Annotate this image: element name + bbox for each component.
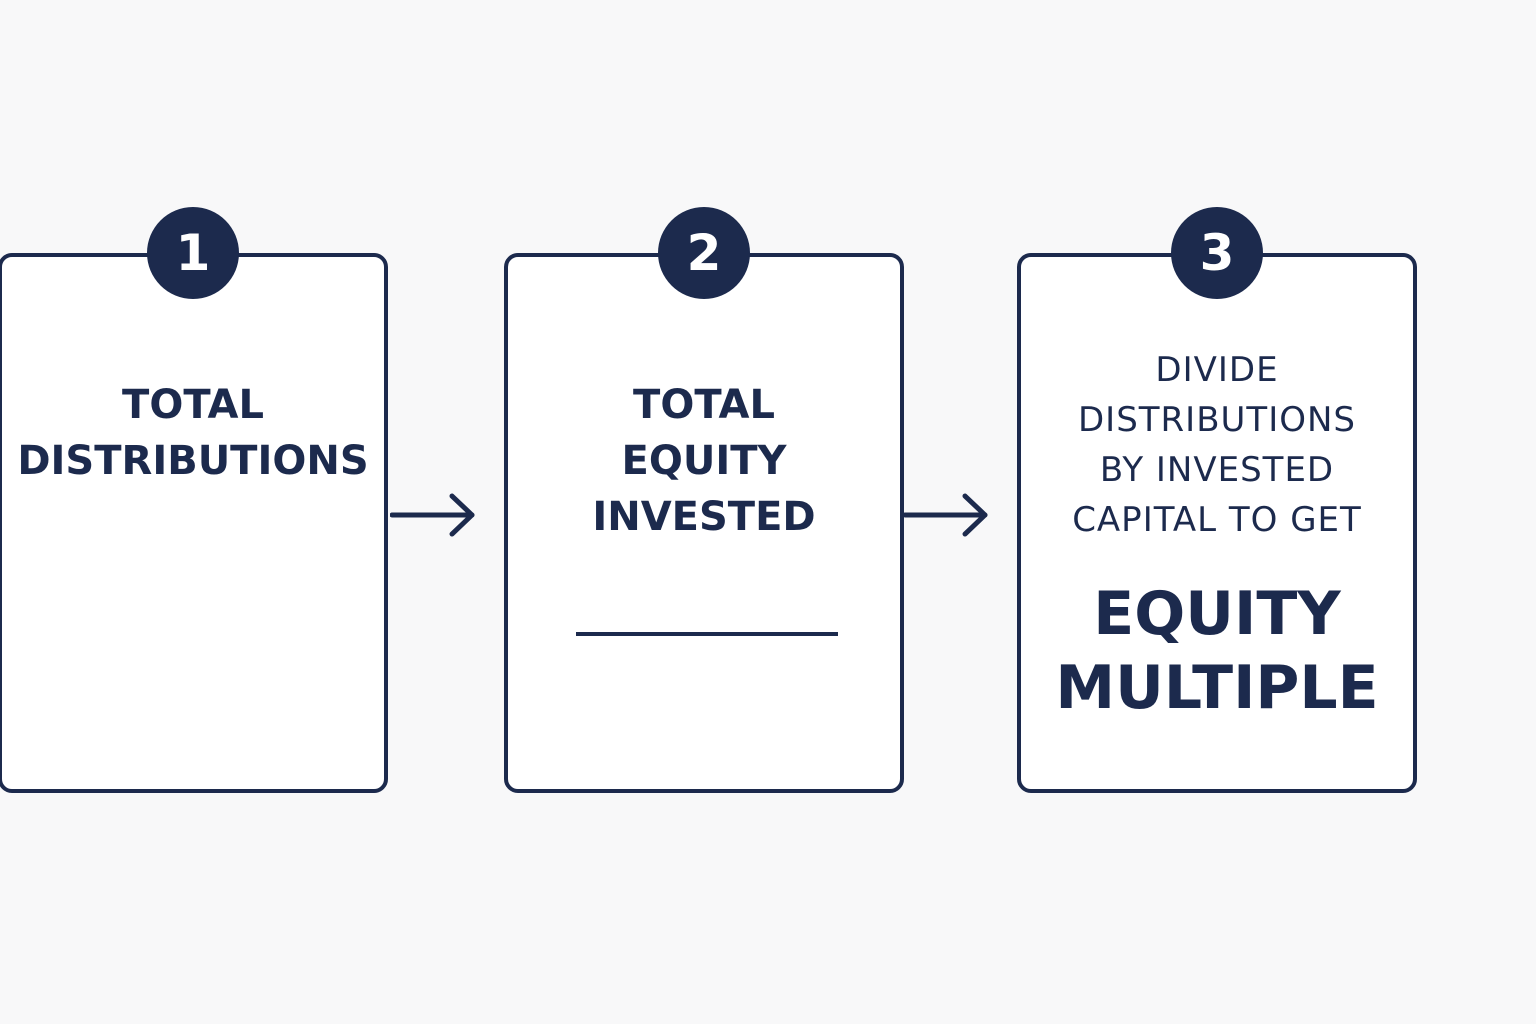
- division-line: [576, 632, 838, 636]
- step-label: TOTAL EQUITY INVESTED: [592, 382, 816, 540]
- step-number-badge: 3: [1171, 207, 1263, 299]
- step-card-total-equity-invested: 2 TOTAL EQUITY INVESTED: [504, 207, 904, 793]
- right-arrow-icon: [903, 493, 988, 537]
- step-result: EQUITY MULTIPLE: [1055, 579, 1379, 723]
- step-card-equity-multiple: 3 DIVIDE DISTRIBUTIONS BY INVESTED CAPIT…: [1017, 207, 1417, 793]
- step-number-badge: 2: [658, 207, 750, 299]
- step-card-total-distributions: 1 TOTAL DISTRIBUTIONS: [0, 207, 388, 793]
- step-instruction: DIVIDE DISTRIBUTIONS BY INVESTED CAPITAL…: [1072, 350, 1362, 540]
- step-number-badge: 1: [147, 207, 239, 299]
- right-arrow-icon: [390, 493, 475, 537]
- step-label: TOTAL DISTRIBUTIONS: [17, 382, 369, 484]
